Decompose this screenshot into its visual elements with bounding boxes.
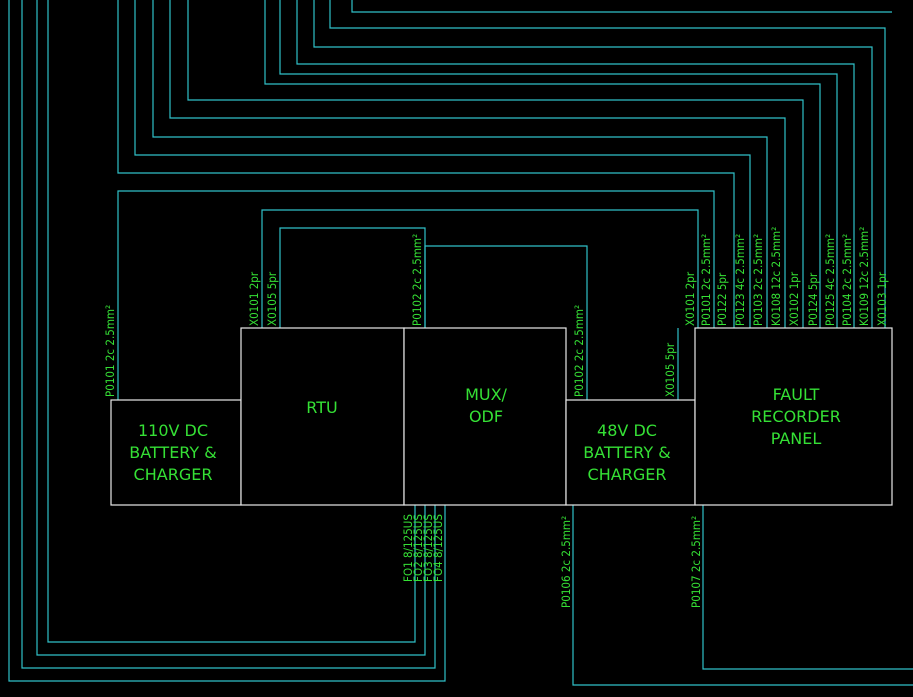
wire — [21, 0, 436, 669]
fault-recorder-label-2: RECORDER — [751, 407, 841, 426]
battery-48v-label-3: CHARGER — [588, 465, 667, 484]
cable-label-fo3: FO3 8/125US — [421, 514, 435, 582]
cable-label-fr-8: P0124 5pr — [806, 272, 820, 326]
cable-label-p0106: P0106 2c 2.5mm² — [559, 516, 573, 608]
wire — [117, 0, 735, 328]
cable-label-p0107: P0107 2c 2.5mm² — [689, 516, 703, 608]
cable-label-fr-3: P0122 5pr — [715, 272, 729, 326]
cable-label-fr-10: P0104 2c 2.5mm² — [840, 234, 854, 326]
wire — [152, 0, 768, 328]
wire — [264, 0, 821, 328]
fault-recorder-box: FAULT RECORDER PANEL — [694, 327, 893, 506]
cable-label-fr-6: K0108 12c 2.5mm² — [769, 227, 783, 326]
wire — [572, 505, 913, 686]
wire — [117, 190, 715, 400]
battery-110v-box: 110V DC BATTERY & CHARGER — [110, 399, 242, 506]
cable-label-fr-7: X0102 1pr — [787, 271, 801, 326]
cable-label-fr-1: X0101 2pr — [683, 271, 697, 326]
cable-label-p0102-48v: P0102 2c 2.5mm² — [572, 305, 586, 397]
cable-label-p0102-mux: P0102 2c 2.5mm² — [410, 234, 424, 326]
wire — [36, 0, 426, 656]
rtu-box: RTU — [240, 327, 405, 506]
wire-group — [8, 0, 913, 686]
cable-label-x0101-rtu: X0101 2pr — [247, 271, 261, 326]
wire — [261, 209, 699, 328]
wire — [169, 0, 786, 328]
battery-48v-label-1: 48V DC — [597, 421, 657, 440]
battery-110v-label-2: BATTERY & — [129, 443, 216, 462]
cable-label-fr-9: P0125 4c 2.5mm² — [823, 234, 837, 326]
battery-48v-label-2: BATTERY & — [583, 443, 670, 462]
battery-48v-box: 48V DC BATTERY & CHARGER — [565, 399, 696, 506]
wire — [313, 0, 873, 328]
wire — [134, 0, 751, 328]
wire — [296, 0, 855, 328]
mux-odf-box: MUX/ ODF — [403, 327, 567, 506]
wire — [47, 0, 416, 643]
cable-label-x0105-48v: X0105 5pr — [663, 342, 677, 397]
cable-labels: P0101 2c 2.5mm² X0101 2pr X0105 5pr P010… — [103, 227, 889, 608]
rtu-label: RTU — [306, 398, 337, 417]
mux-odf-label-1: MUX/ — [465, 385, 507, 404]
battery-110v-label-1: 110V DC — [138, 421, 208, 440]
wire — [702, 505, 913, 670]
wire — [8, 0, 446, 682]
fault-recorder-label-3: PANEL — [771, 429, 822, 448]
cable-label-fo4: FO4 8/125US — [431, 514, 445, 582]
wire — [329, 0, 886, 328]
cable-label-fr-2: P0101 2c 2.5mm² — [699, 234, 713, 326]
wire — [279, 227, 426, 328]
cable-label-fo2: FO2 8/125US — [411, 514, 425, 582]
battery-110v-label-3: CHARGER — [134, 465, 213, 484]
cable-label-p0101: P0101 2c 2.5mm² — [103, 305, 117, 397]
cable-label-fr-4: P0123 4c 2.5mm² — [733, 234, 747, 326]
cable-label-fr-11: K0109 12c 2.5mm² — [857, 227, 871, 326]
cable-label-x0105-rtu: X0105 5pr — [265, 271, 279, 326]
wire — [351, 0, 892, 13]
cable-label-fr-5: P0103 2c 2.5mm² — [751, 234, 765, 326]
cable-label-fr-12: X0103 1pr — [875, 271, 889, 326]
wire — [187, 0, 804, 328]
cable-label-fo1: FO1 8/125US — [401, 514, 415, 582]
mux-odf-label-2: ODF — [469, 407, 503, 426]
wire — [424, 245, 588, 400]
fault-recorder-label-1: FAULT — [773, 385, 820, 404]
wire — [279, 0, 838, 328]
